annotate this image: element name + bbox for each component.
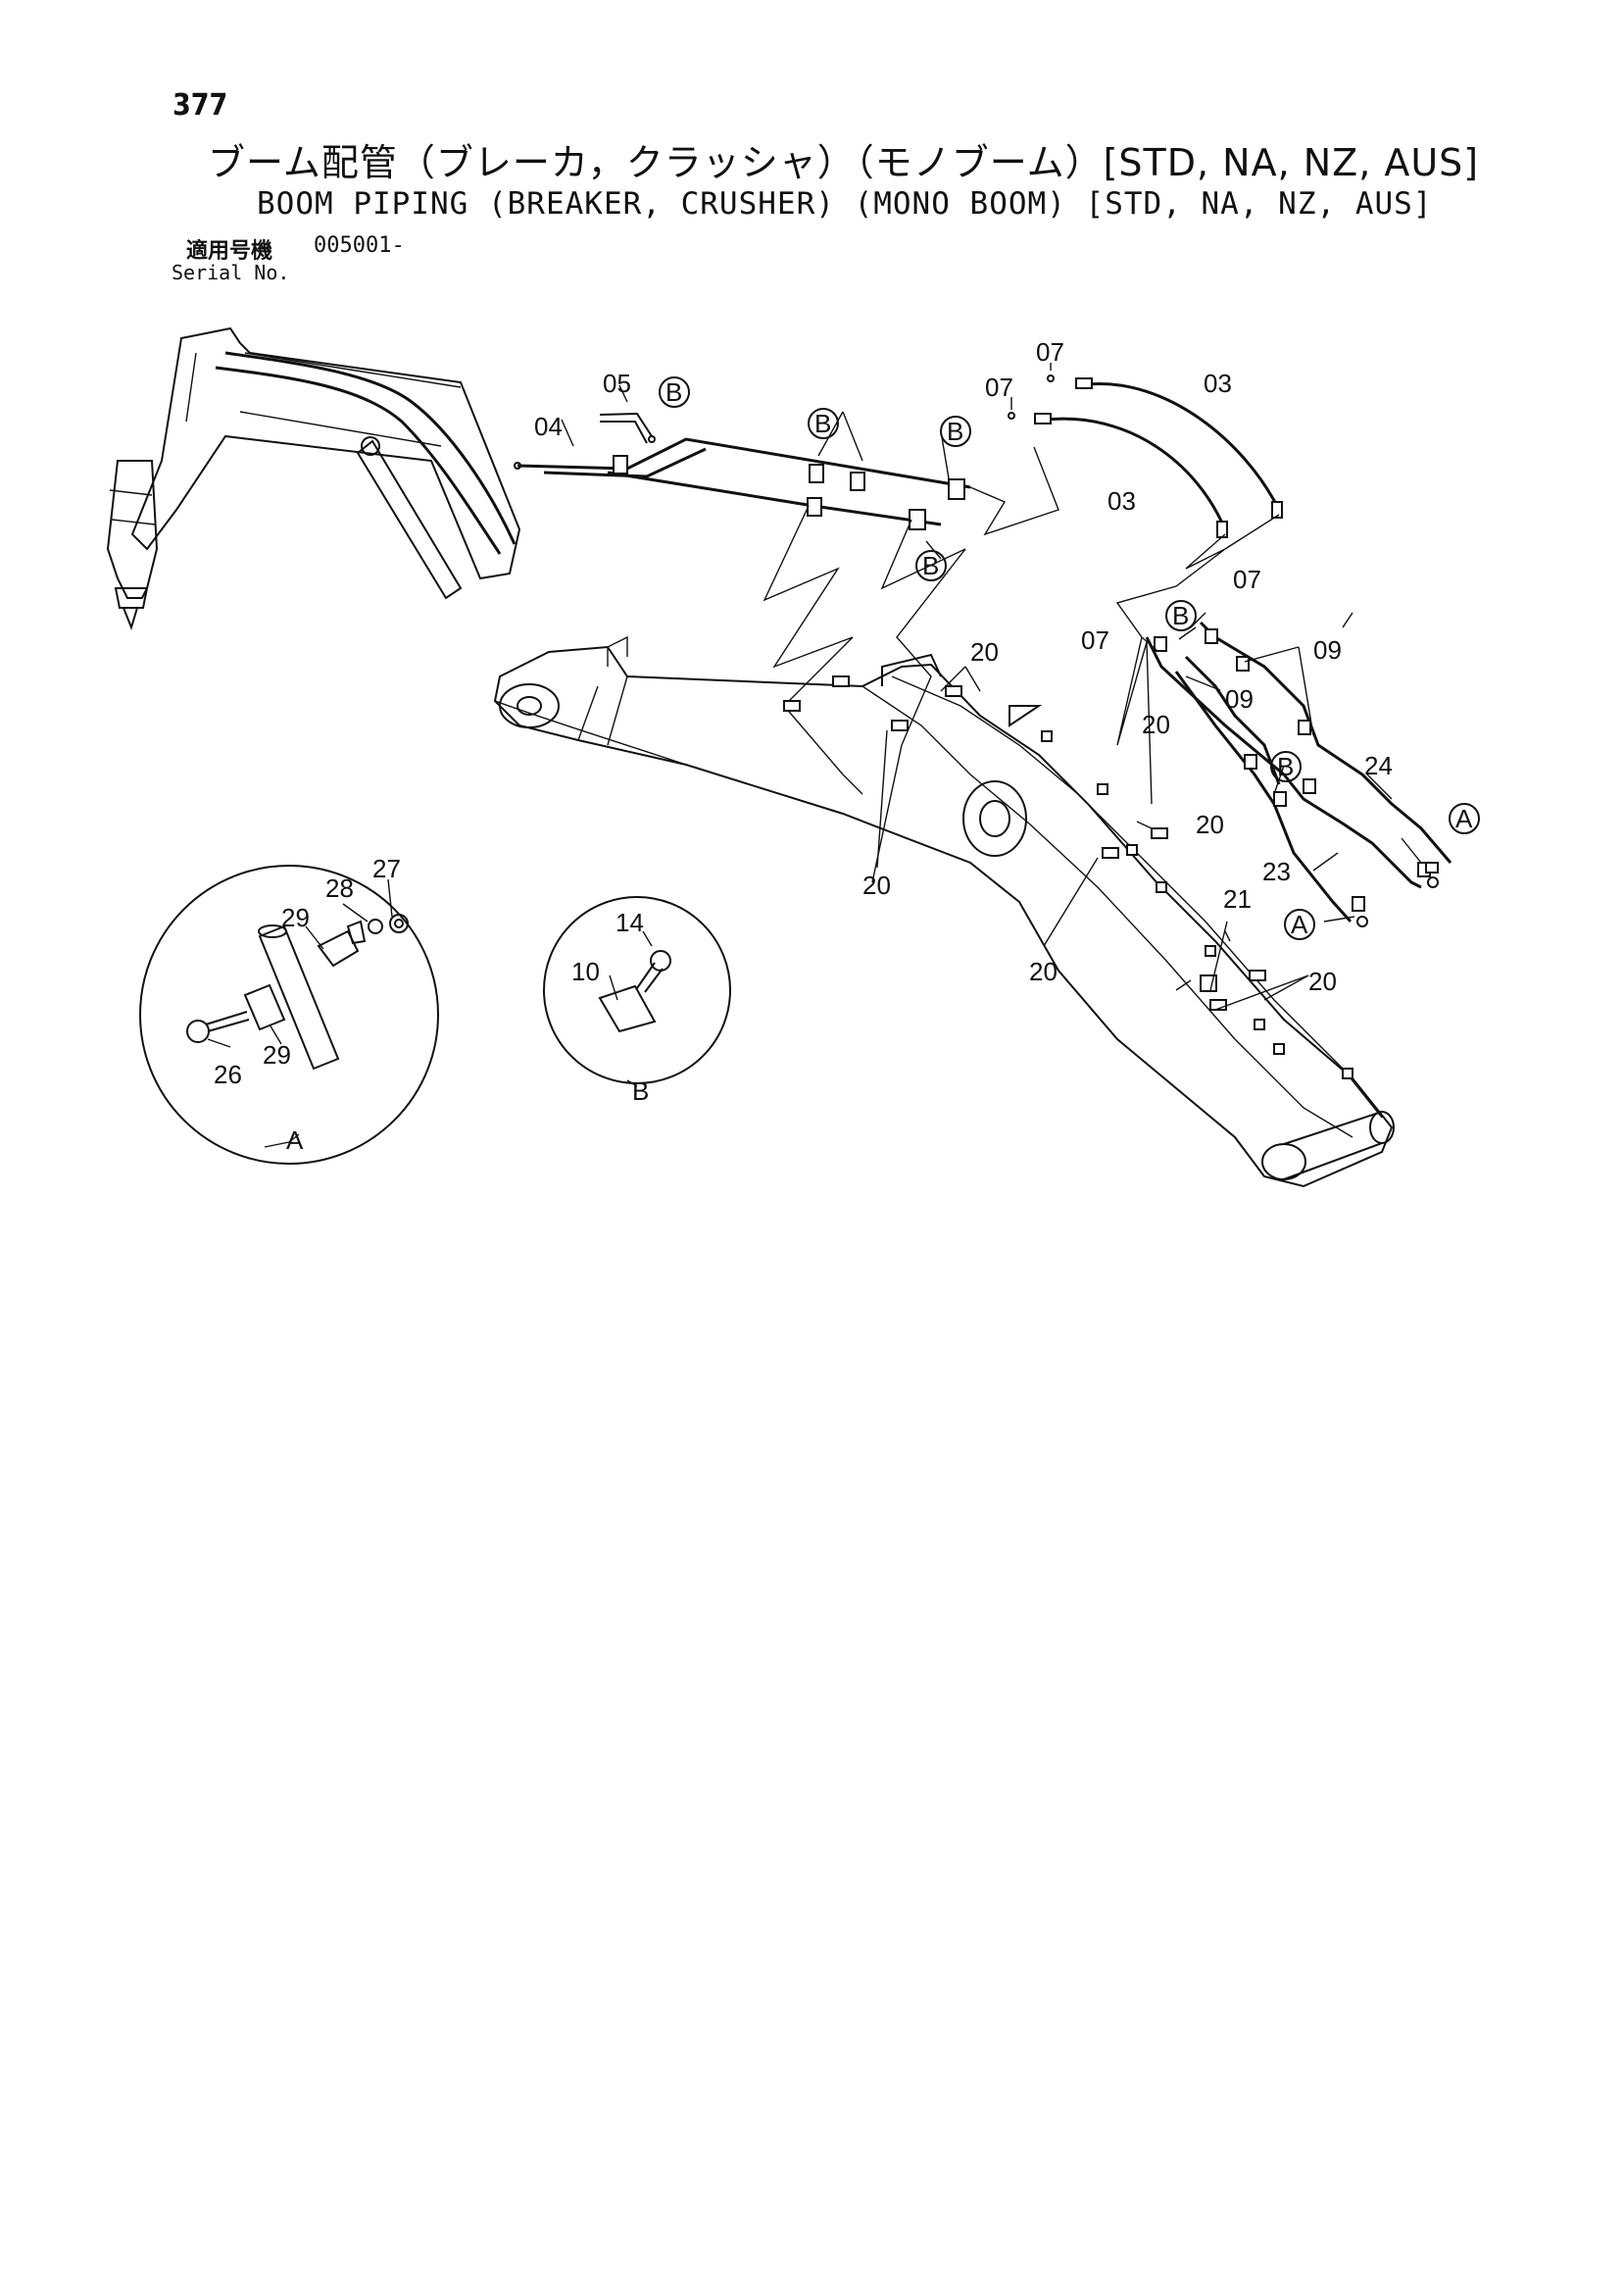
part-label: 14: [615, 908, 644, 937]
detail-label-a: A: [286, 1125, 304, 1155]
part-label: 20: [1308, 967, 1337, 996]
excavator-overview-drawing: [106, 326, 521, 631]
part-label: 09: [1313, 635, 1342, 665]
arm-side-pipes: [1145, 621, 1452, 927]
part-label: 05: [603, 369, 631, 398]
title-japanese: ブーム配管（ブレーカ，クラッシャ）（モノブーム）[STD, NA, NZ, AU…: [208, 141, 1480, 184]
part-label: 29: [263, 1040, 291, 1070]
part-label: 24: [1364, 751, 1393, 780]
callout-letters: B B B B B B A A: [665, 377, 1473, 939]
part-labels: 05 04 07 07 03 03 07 07 09 09 24 23 21 2…: [214, 337, 1393, 1089]
serial-label-japanese: 適用号機: [186, 239, 273, 264]
part-label: 07: [985, 373, 1013, 402]
callout-letter: B: [665, 377, 682, 407]
upper-pipe-assembly: [514, 412, 971, 530]
detail-label-b: B: [632, 1076, 649, 1106]
page-number: 377: [172, 88, 228, 123]
part-label: 20: [1196, 810, 1224, 839]
part-label: 23: [1262, 857, 1291, 886]
callout-letter: B: [922, 551, 939, 580]
callout-letter: A: [1291, 910, 1308, 939]
hose-assemblies: [1008, 374, 1283, 538]
part-label: 07: [1036, 337, 1064, 367]
part-label: 07: [1233, 565, 1261, 594]
part-label: 27: [372, 854, 401, 883]
serial-number-value: 005001-: [314, 233, 405, 258]
part-label: 20: [970, 637, 999, 667]
part-label: 20: [862, 871, 891, 900]
part-label: 09: [1225, 684, 1254, 714]
part-label: 10: [571, 957, 600, 986]
title-english: BOOM PIPING (BREAKER, CRUSHER) (MONO BOO…: [257, 186, 1433, 222]
callout-letter: B: [1277, 752, 1294, 781]
detail-labels: A B: [286, 1076, 649, 1155]
callout-letter: B: [947, 417, 963, 446]
callout-letter: A: [1455, 804, 1473, 833]
callout-letter: B: [814, 409, 831, 438]
part-label: 03: [1204, 369, 1232, 398]
part-label: 03: [1107, 486, 1136, 516]
part-label: 21: [1223, 884, 1252, 914]
serial-label-english: Serial No.: [172, 261, 290, 284]
label-leaders: [207, 363, 1422, 1048]
callout-markers: [659, 376, 1480, 940]
detail-view-b: [543, 896, 731, 1087]
part-label: 29: [281, 903, 310, 932]
main-boom: [493, 635, 1395, 1188]
part-label: 04: [534, 412, 563, 441]
part-label: 20: [1142, 710, 1170, 739]
callout-letter: B: [1172, 601, 1189, 630]
part-label: 07: [1081, 625, 1109, 655]
part-label: 20: [1029, 957, 1058, 986]
detail-view-a: [139, 865, 439, 1165]
part-label: 28: [325, 873, 354, 903]
part-label: 26: [214, 1060, 242, 1089]
